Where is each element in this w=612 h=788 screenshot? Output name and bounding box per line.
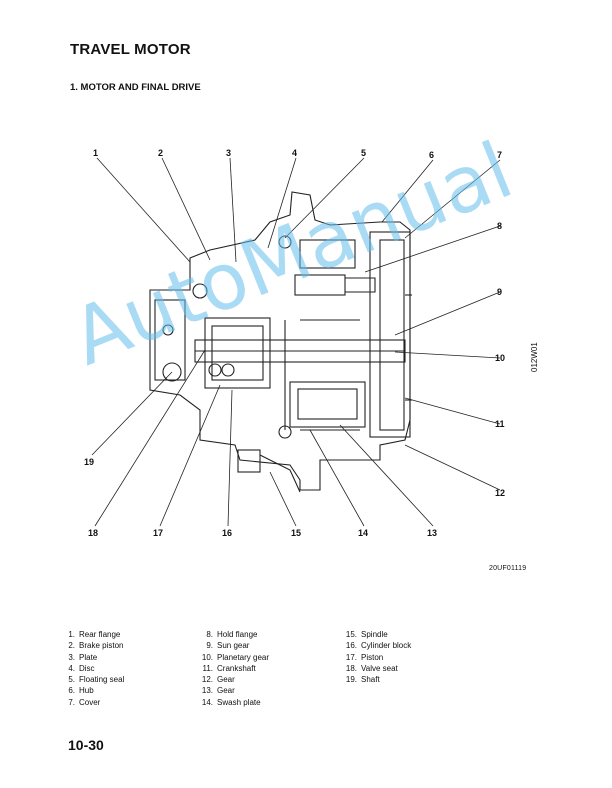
side-figure-code: 012W01 — [530, 342, 539, 372]
figure-code: 20UF01119 — [489, 565, 527, 572]
legend-item: 18.Valve seat — [345, 663, 398, 673]
legend-item: 8.Hold flange — [206, 630, 258, 639]
legend-item: 14.Swash plate — [201, 697, 261, 707]
page-title: TRAVEL MOTOR — [70, 41, 191, 58]
callout-16: 16 — [222, 528, 232, 538]
legend-item: 5.Floating seal — [68, 675, 125, 685]
legend-item: 11.Crankshaft — [202, 663, 256, 673]
callout-18: 18 — [88, 528, 98, 538]
legend-item: 19.Shaft — [345, 675, 380, 685]
legend-column-3: 15.Spindle 16.Cylinder block 17.Piston 1… — [344, 629, 411, 685]
callout-9: 9 — [497, 287, 502, 297]
legend-item: 12.Gear — [201, 675, 235, 685]
callout-11: 11 — [495, 419, 505, 429]
planetary-gear — [289, 381, 366, 428]
callout-17: 17 — [153, 528, 163, 538]
callout-6: 6 — [429, 150, 434, 160]
legend-item: 6.Hub — [68, 686, 94, 696]
section-title: 1. MOTOR AND FINAL DRIVE — [70, 82, 201, 93]
legend-column-2: 8.Hold flange 9.Sun gear 10.Planetary ge… — [200, 629, 269, 708]
callout-3: 3 — [226, 148, 231, 158]
callout-12: 12 — [495, 488, 505, 498]
callout-8: 8 — [497, 221, 502, 231]
legend-column-1: 1.Rear flange 2.Brake piston 3.Plate 4.D… — [62, 629, 124, 708]
callout-4: 4 — [292, 148, 297, 158]
legend-item: 3.Plate — [68, 652, 98, 662]
callout-15: 15 — [291, 528, 301, 538]
legend-item: 7.Cover — [68, 697, 101, 707]
callout-14: 14 — [358, 528, 368, 538]
page-number: 10-30 — [68, 737, 104, 753]
callout-1: 1 — [93, 148, 98, 158]
cover-block — [369, 231, 411, 438]
housing-outline — [149, 191, 411, 491]
callout-13: 13 — [427, 528, 437, 538]
callout-7: 7 — [497, 150, 502, 160]
callout-10: 10 — [495, 353, 505, 363]
legend-item: 4.Disc — [68, 663, 95, 673]
legend-item: 2.Brake piston — [68, 641, 124, 651]
callout-5: 5 — [361, 148, 366, 158]
legend-item: 9.Sun gear — [206, 641, 250, 651]
legend-item: 15.Spindle — [345, 630, 388, 639]
legend-item: 1.Rear flange — [68, 630, 121, 639]
legend-item: 10.Planetary gear — [201, 652, 270, 662]
legend-item: 13.Gear — [201, 686, 235, 696]
cylinder-block — [204, 317, 271, 389]
legend-item: 17.Piston — [345, 652, 384, 662]
callout-2: 2 — [158, 148, 163, 158]
rear-flange — [154, 299, 186, 381]
legend-item: 16.Cylinder block — [345, 641, 412, 651]
callout-19: 19 — [84, 457, 94, 467]
